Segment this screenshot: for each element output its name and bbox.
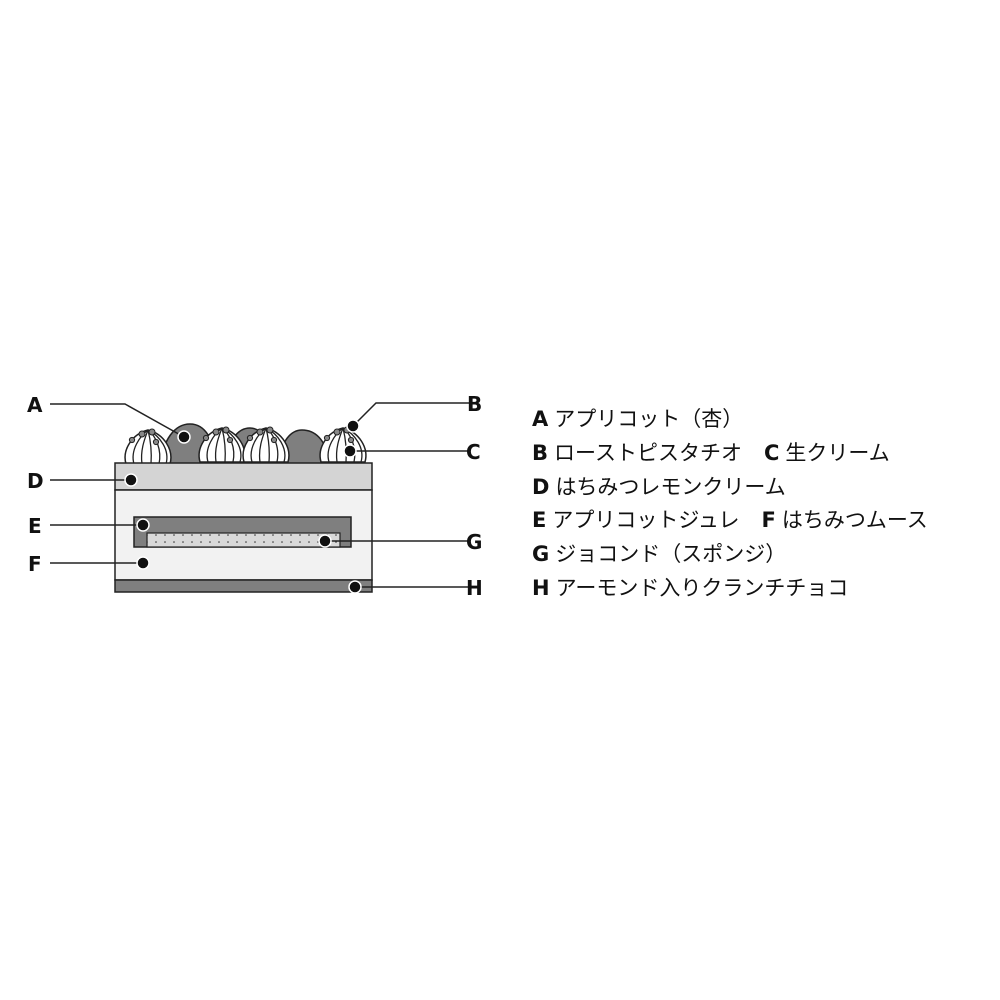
- callout-label-h: H: [466, 576, 483, 600]
- cream-dollop: [319, 426, 367, 463]
- legend-text: はちみつムース: [781, 508, 928, 533]
- legend-text: 生クリーム: [785, 440, 890, 465]
- legend-key: D: [532, 474, 550, 499]
- legend-key: F: [761, 508, 776, 533]
- legend-text: ジョコンド（スポンジ）: [555, 542, 787, 567]
- legend-text: アプリコット（杏）: [554, 407, 744, 431]
- callout-dot-h: [348, 580, 362, 594]
- legend-key: A: [532, 407, 549, 431]
- callout-dot-e: [136, 518, 150, 532]
- callout-dot-b: [346, 419, 360, 433]
- legend-text: ローストピスタチオ: [554, 440, 742, 465]
- legend-key: E: [532, 508, 547, 533]
- callout-dot-f: [136, 556, 150, 570]
- callout-label-f: F: [28, 552, 42, 576]
- layer-honey-lemon-cream: [114, 462, 373, 491]
- legend-key: G: [532, 542, 550, 567]
- callout-label-a: A: [27, 393, 43, 417]
- callout-label-c: C: [466, 440, 481, 464]
- callout-dot-d: [124, 473, 138, 487]
- callout-dot-a: [177, 430, 191, 444]
- callout-label-b: B: [467, 392, 482, 416]
- callout-dot-c: [343, 444, 357, 458]
- callout-label-g: G: [466, 530, 482, 554]
- callout-label-d: D: [27, 469, 44, 493]
- cream-dollop: [124, 428, 172, 465]
- legend-text: はちみつレモンクリーム: [555, 474, 786, 499]
- callout-dot-g: [318, 534, 332, 548]
- legend-text: アプリコットジュレ: [552, 508, 740, 533]
- legend-text: アーモンド入りクランチチョコ: [555, 575, 849, 600]
- layer-crunch-chocolate: [114, 579, 373, 593]
- legend-key: H: [532, 575, 550, 600]
- callout-label-e: E: [28, 514, 42, 538]
- legend-key: B: [532, 440, 549, 465]
- layer-joconde-sponge: [146, 532, 341, 548]
- legend-key: C: [763, 440, 780, 465]
